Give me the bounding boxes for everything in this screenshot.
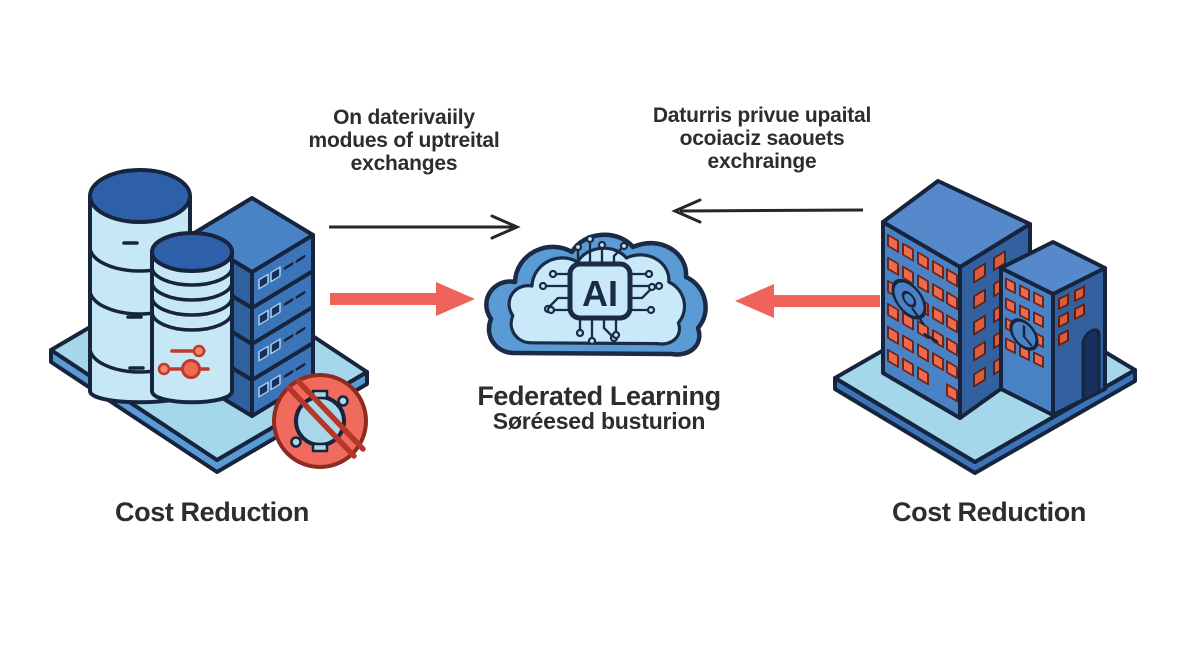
red-arrow-left-icon: [330, 282, 475, 316]
thin-arrow-left-icon: [329, 214, 521, 240]
right-note-line3: exchrainge: [707, 150, 817, 173]
facade-glyph-icon: [1009, 318, 1039, 351]
no-data-sharing-icon: [272, 373, 368, 469]
right-note-line2: ocoiaciz saouets: [679, 127, 845, 150]
ai-chip-label: AI: [582, 273, 618, 314]
slider-controls: [157, 344, 210, 379]
left-note-line3: exchanges: [350, 152, 458, 175]
circuit-traces: [538, 234, 664, 346]
office-buildings-illustration: [833, 179, 1137, 475]
ai-chip-icon: [567, 261, 633, 321]
federated-learning-subtitle: Søréesed busturion: [492, 408, 706, 434]
left-note-line1: On daterivaiily: [333, 106, 475, 129]
ai-cloud-illustration: AI: [484, 232, 708, 357]
building-small: [999, 240, 1107, 417]
right-note-text: Daturris privue upaital ocoiaciz saouets…: [592, 104, 932, 173]
left-note-line2: modues of uptreital: [308, 129, 500, 152]
data-servers-illustration: [49, 168, 369, 474]
building-large: [881, 179, 1032, 420]
red-arrow-right-icon: [735, 284, 880, 318]
database-cylinder-small: [150, 231, 234, 405]
federated-learning-title: Federated Learning: [477, 381, 721, 411]
left-note-text: On daterivaiily modues of uptreital exch…: [234, 106, 574, 175]
thin-arrow-right-icon: [671, 198, 864, 224]
cost-reduction-label-right: Cost Reduction: [892, 497, 1086, 527]
cost-reduction-label-left: Cost Reduction: [115, 497, 309, 527]
facade-glyph-icon: [891, 278, 939, 344]
right-note-line1: Daturris privue upaital: [652, 104, 872, 127]
doorway: [1081, 328, 1101, 402]
